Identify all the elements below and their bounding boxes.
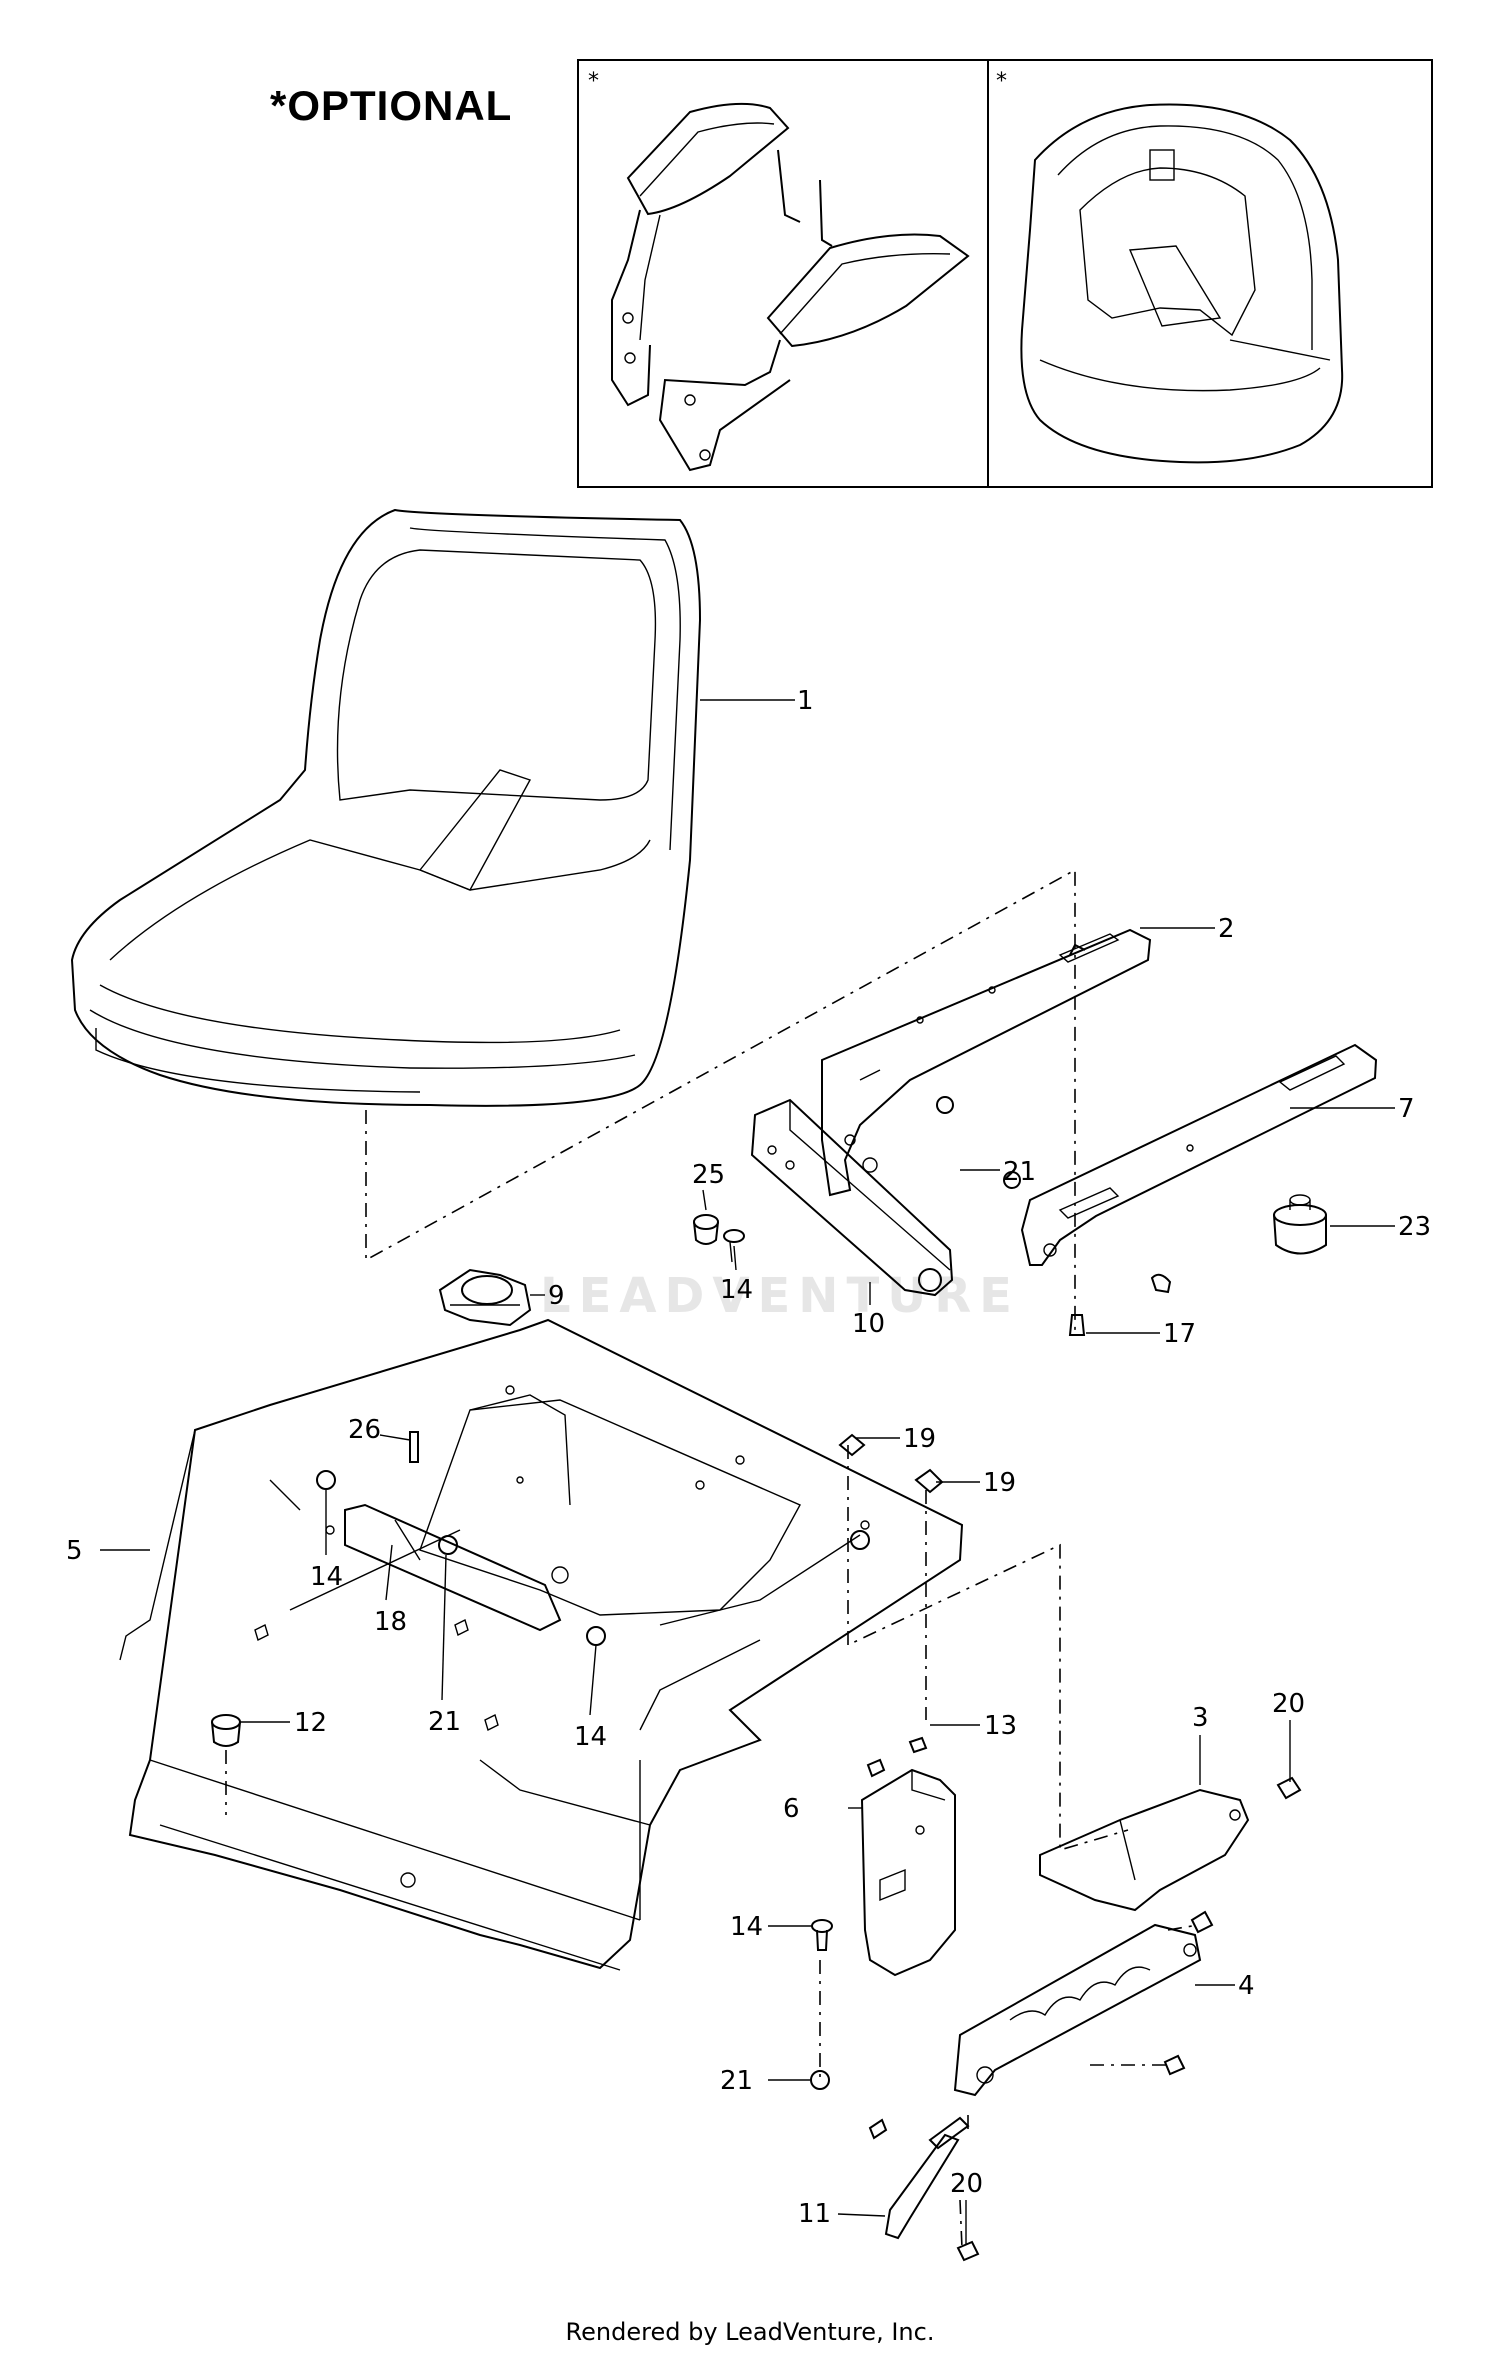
callout-14-upper: 14 — [720, 1275, 753, 1305]
bolt-part-14-lower — [811, 1919, 833, 1951]
bracket-part-6 — [860, 1736, 956, 1977]
guide-lines-adjuster — [959, 1924, 1199, 2249]
callout-14-left: 14 — [310, 1562, 343, 1592]
bolt-part-17 — [1068, 1314, 1086, 1336]
callout-21-upper: 21 — [1003, 1157, 1036, 1187]
bolt-part-20-lower — [956, 2240, 980, 2262]
bracket-part-10 — [750, 1098, 954, 1297]
callout-3: 3 — [1192, 1703, 1209, 1733]
callout-2: 2 — [1218, 914, 1235, 944]
callout-14-lower: 14 — [730, 1912, 763, 1942]
callout-20-lower: 20 — [950, 2169, 983, 2199]
callout-labels: 1 2 7 21 25 23 14 9 10 17 26 19 19 5 14 … — [66, 686, 1431, 2229]
callout-25: 25 — [692, 1160, 725, 1190]
slide-rail-part-7 — [1003, 1043, 1378, 1294]
adjuster-part-4 — [953, 1923, 1202, 2097]
isolator-part-23 — [1273, 1194, 1327, 1255]
slide-rail-part-2 — [821, 928, 1152, 1197]
lever-bracket-part-3 — [1039, 1788, 1250, 1912]
callout-9: 9 — [548, 1281, 565, 1311]
callout-12: 12 — [294, 1708, 327, 1738]
callout-18: 18 — [374, 1607, 407, 1637]
seat-mount-guide — [365, 868, 1076, 1330]
callout-4: 4 — [1238, 1971, 1255, 2001]
bolt-part-20-upper — [1276, 1776, 1302, 1800]
callout-7: 7 — [1398, 1094, 1415, 1124]
asterisk-mark-left: * — [588, 69, 599, 94]
callout-19-upper: 19 — [903, 1424, 936, 1454]
bolt-bracket-3 — [1190, 1910, 1214, 1934]
callout-6: 6 — [783, 1794, 800, 1824]
optional-panels: * * — [577, 59, 1433, 488]
footer-credit: Rendered by LeadVenture, Inc. — [565, 2318, 935, 2346]
callout-13: 13 — [984, 1711, 1017, 1741]
callout-17: 17 — [1163, 1319, 1196, 1349]
guide-lines-lower — [225, 1445, 1129, 2080]
seat-part-1 — [70, 508, 702, 1107]
mount-plate-part-5 — [119, 1318, 964, 1971]
callout-21-middle: 21 — [428, 1707, 461, 1737]
watermark-text: LEADVENTURE — [540, 1268, 1020, 1324]
callout-21-lower: 21 — [720, 2066, 753, 2096]
fasteners-25-14-upper — [693, 1214, 745, 1263]
callout-23: 23 — [1398, 1212, 1431, 1242]
seat-switch-part-9 — [438, 1268, 532, 1327]
callout-14-middle: 14 — [574, 1722, 607, 1752]
callout-19-lower: 19 — [983, 1468, 1016, 1498]
optional-seat-illustration — [1020, 103, 1344, 464]
optional-title: *OPTIONAL — [270, 82, 513, 129]
optional-frame — [577, 59, 1433, 488]
bar-part-18 — [344, 1503, 562, 1632]
callout-26: 26 — [348, 1415, 381, 1445]
callout-leaders — [100, 699, 1395, 2245]
callout-20-upper: 20 — [1272, 1689, 1305, 1719]
callout-1: 1 — [797, 686, 814, 716]
callout-10: 10 — [852, 1309, 885, 1339]
nut-part-21-lower — [810, 2070, 830, 2090]
callout-11: 11 — [798, 2199, 831, 2229]
armrest-kit-illustration — [611, 102, 970, 472]
callout-5: 5 — [66, 1536, 83, 1566]
bolt-adjuster — [1163, 2054, 1186, 2076]
asterisk-mark-right: * — [996, 69, 1007, 94]
